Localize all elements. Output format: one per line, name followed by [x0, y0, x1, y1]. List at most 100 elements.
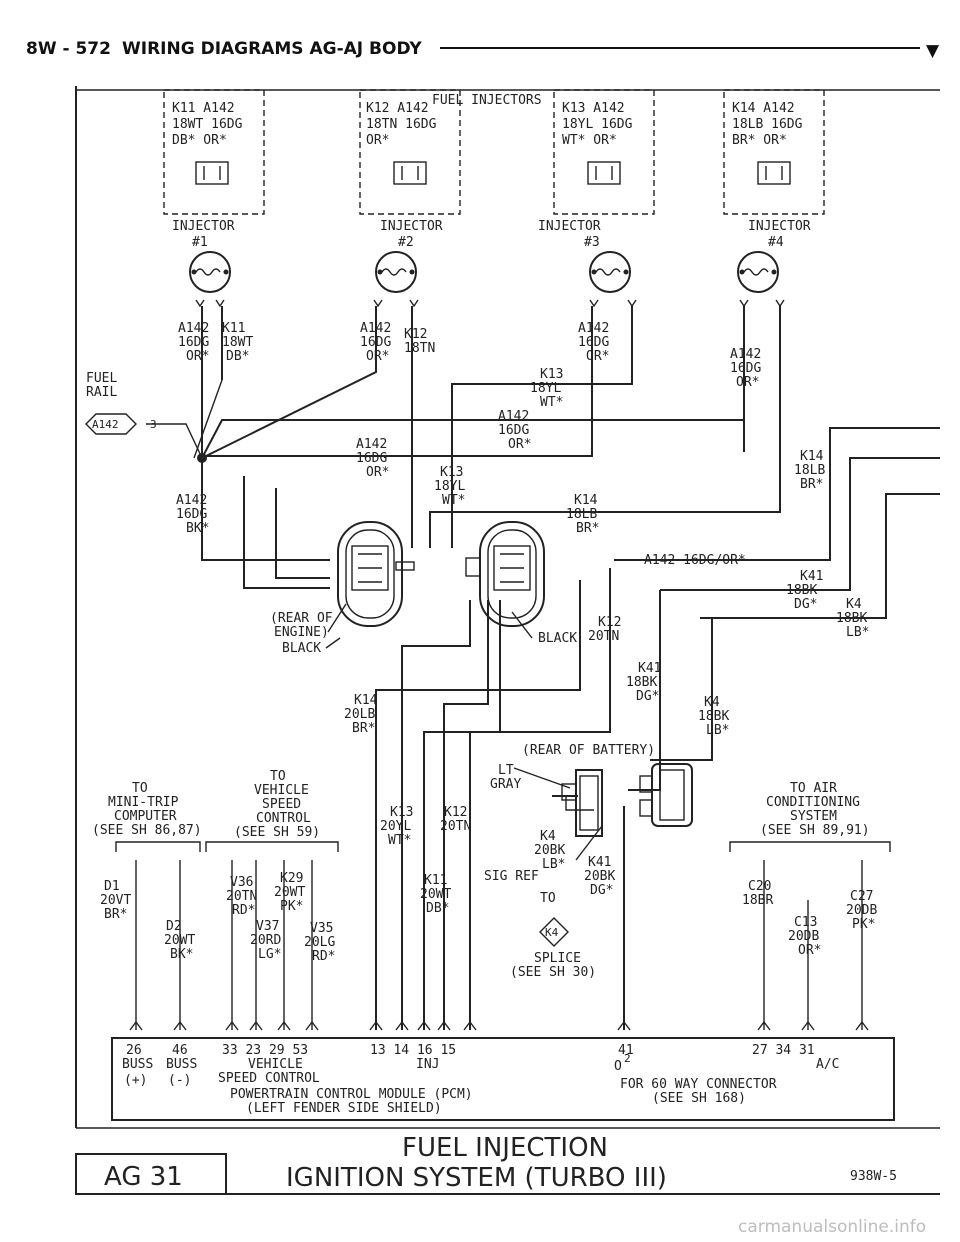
connector-k13-line2: 18YL 16DG — [562, 117, 633, 132]
wire-label-text: BR* — [800, 477, 823, 492]
to-ac-text: TO AIR — [790, 781, 837, 796]
wire-label-text: 18LB — [566, 507, 597, 522]
wire-label-text: OR* — [366, 349, 389, 364]
wire-label-text: OR* — [508, 437, 531, 452]
wire-label-c27: C27 20DB PK* — [846, 889, 877, 932]
wire-label-text: K29 — [280, 871, 303, 886]
wire-label-inj3-a142: A142 16DG OR* — [578, 321, 609, 364]
wire-label-a142-line: A142 16DG/OR* — [644, 553, 746, 568]
wire-label-v35: V35 20LG RD* — [304, 921, 335, 964]
connector-k14-line2: 18LB 16DG — [732, 117, 803, 132]
wire-label-text: 16DG — [498, 423, 529, 438]
connector-k12-line2: 18TN 16DG — [366, 117, 437, 132]
injector-1-coil-icon — [189, 251, 231, 308]
footer-code: AG 31 — [104, 1162, 183, 1192]
footer-code-box — [75, 1153, 227, 1195]
wire-label-text: A142 — [578, 321, 609, 336]
connector-k11-line3: DB* OR* — [172, 133, 227, 148]
wire-label-text: OR* — [366, 465, 389, 480]
splice-k4-icon: K4 — [539, 917, 569, 947]
rear-engine-text: BLACK — [282, 641, 321, 656]
connector-k14-line3: BR* OR* — [732, 133, 787, 148]
pcm-vsc-label: VEHICLE — [248, 1057, 303, 1072]
wire-label-text: K4 — [846, 597, 862, 612]
wire-label-text: K4 — [704, 695, 720, 710]
wire-label-text: LB* — [846, 625, 869, 640]
pcm-buss-1: BUSS — [122, 1057, 153, 1072]
injector-3-label: INJECTOR — [538, 219, 601, 234]
wire-label-text: DB* — [426, 901, 449, 916]
wire-label-text: 20BK — [584, 869, 615, 884]
wire-label-text: WT* — [442, 493, 465, 508]
wire-label-text: PK* — [280, 899, 303, 914]
splice-note: SPLICE — [534, 951, 581, 966]
wire-label-text: K11 — [424, 873, 447, 888]
pcm-pin-26: 26 — [126, 1043, 142, 1058]
pcm-name: POWERTRAIN CONTROL MODULE (PCM) — [230, 1087, 473, 1102]
wire-label-text: K12 — [444, 805, 467, 820]
to-vehicle-text: CONTROL — [256, 811, 311, 826]
wire-label-text: LG* — [258, 947, 281, 962]
pcm-o2-sub: 2 — [624, 1052, 631, 1065]
wire-label-text: C20 — [748, 879, 771, 894]
wire-label-text: LB* — [706, 723, 729, 738]
pcm-location: (LEFT FENDER SIDE SHIELD) — [246, 1101, 442, 1116]
engine-connector — [337, 521, 415, 627]
footer-title-1: FUEL INJECTION — [402, 1133, 608, 1163]
connector-k12-line3: OR* — [366, 133, 389, 148]
to-ac-text: CONDITIONING — [766, 795, 860, 810]
connector-k11: K11 A142 18WT 16DG DB* OR* — [163, 89, 265, 215]
wire-label-text: C13 — [794, 915, 817, 930]
header-arrow: ▼ — [926, 41, 940, 61]
connector-k13: K13 A142 18YL 16DG WT* OR* — [553, 89, 655, 215]
wire-label-k4-mid: K4 18BK LB* — [698, 695, 729, 738]
pcm-pin-41: 41 — [618, 1043, 634, 1058]
wire-label-k4-20bk: K4 20BK LB* — [534, 829, 565, 872]
wire-label-text: K41 — [588, 855, 611, 870]
wire-label-text: A142 — [356, 437, 387, 452]
injector-2-label: INJECTOR — [380, 219, 443, 234]
pcm-connector-ref: (SEE SH 168) — [652, 1091, 746, 1106]
wire-label-text: K11 — [222, 321, 245, 336]
wire-label-text: OR* — [186, 349, 209, 364]
injector-1-label: INJECTOR — [172, 219, 235, 234]
wire-label-text: A142 — [498, 409, 529, 424]
wire-label-text: V36 — [230, 875, 253, 890]
wire-label-text: K14 — [574, 493, 598, 508]
battery-side-connector — [561, 763, 693, 837]
wire-label-text: BR* — [576, 521, 599, 536]
pcm-pins-ac: 27 34 31 — [752, 1043, 815, 1058]
wire-label-text: 16DG — [176, 507, 207, 522]
to-ac-text: (SEE SH 89,91) — [760, 823, 870, 838]
to-vehicle-text: TO — [270, 769, 286, 784]
to-minitrip-text: (SEE SH 86,87) — [92, 823, 202, 838]
to-minitrip-text: MINI-TRIP — [108, 795, 179, 810]
wire-label-text: K13 — [440, 465, 463, 480]
wire-label-text: 18BK — [698, 709, 729, 724]
wire-label-text: K41 — [800, 569, 823, 584]
connector-k12-line1: K12 A142 — [366, 101, 429, 116]
wire-label-k41-top: K41 18BK DG* — [786, 569, 823, 612]
to-vehicle-text: (SEE SH 59) — [234, 825, 320, 840]
fuel-rail-label: FUEL — [86, 371, 117, 386]
battery-connector — [465, 521, 545, 627]
pcm-sign-plus: (+) — [124, 1073, 147, 1088]
pcm-vsc-label-2: SPEED CONTROL — [218, 1071, 320, 1086]
wire-label-text: OR* — [586, 349, 609, 364]
wire-label-k12-20tn: K12 20TN — [588, 615, 621, 644]
section-title: FUEL INJECTORS — [432, 93, 542, 108]
wire-label-k4-top: K4 18BK LB* — [836, 597, 869, 640]
wire-label-k13-20yl: K13 20YL WT* — [380, 805, 413, 848]
connector-k13-line1: K13 A142 — [562, 101, 625, 116]
wire-label-text: K13 — [390, 805, 413, 820]
wire-label-text: 20LB — [344, 707, 375, 722]
wire-label-inj1-k11: K11 18WT DB* — [222, 321, 253, 364]
watermark: carmanualsonline.info — [738, 1217, 926, 1237]
wire-label-text: A142 — [730, 347, 761, 362]
lt-gray-label-2: GRAY — [490, 777, 521, 792]
wire-label-text: 18BK — [626, 675, 657, 690]
injector-2-coil-icon — [373, 251, 419, 308]
rear-battery-label: (REAR OF BATTERY) — [522, 743, 655, 758]
wire-label-k14-20lb: K14 20LB BR* — [344, 693, 378, 736]
